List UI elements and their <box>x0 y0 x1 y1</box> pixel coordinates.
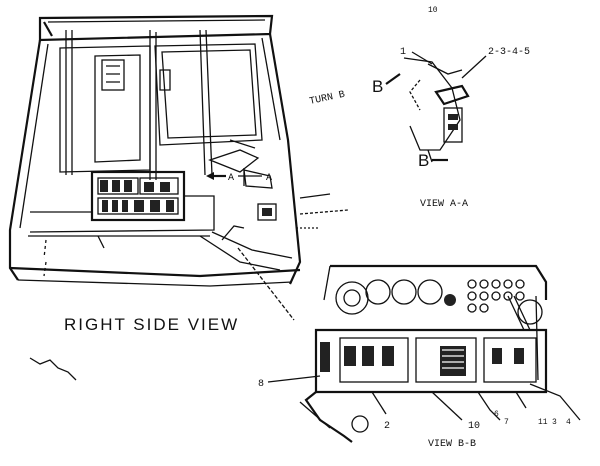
view-b-b-detail <box>299 264 581 443</box>
view-b-b-label: VIEW B-B <box>428 439 476 450</box>
view-a-a-label: VIEW A-A <box>420 199 468 210</box>
b-top-arrow <box>385 73 401 85</box>
ref-4: 4 <box>566 418 571 427</box>
ref-8-leader <box>267 375 321 383</box>
section-a-arrows: A A <box>206 168 272 186</box>
ref-11: 11 <box>538 418 548 427</box>
ref-7: 7 <box>504 418 509 427</box>
ref-a-left: A <box>228 173 234 184</box>
view-a-a-detail <box>403 51 487 163</box>
right-side-view-label: RIGHT SIDE VIEW <box>64 315 239 334</box>
ref-a-right: A <box>266 173 272 184</box>
ref-b-top: B <box>372 77 385 96</box>
ref-b-bottom: B <box>418 151 431 170</box>
ref-1: 1 <box>400 47 406 58</box>
ref-2: 2 <box>384 421 390 432</box>
note-scribble <box>29 357 77 381</box>
ref-10: 10 <box>468 421 480 432</box>
page-number: 10 <box>428 6 438 15</box>
cab-outline <box>8 14 349 321</box>
ref-2-3-4-5: 2-3-4-5 <box>488 47 530 58</box>
ref-6: 6 <box>494 410 499 419</box>
ref-8: 8 <box>258 379 264 390</box>
turn-b-label: TURN B <box>309 90 347 108</box>
ref-3: 3 <box>552 418 557 427</box>
